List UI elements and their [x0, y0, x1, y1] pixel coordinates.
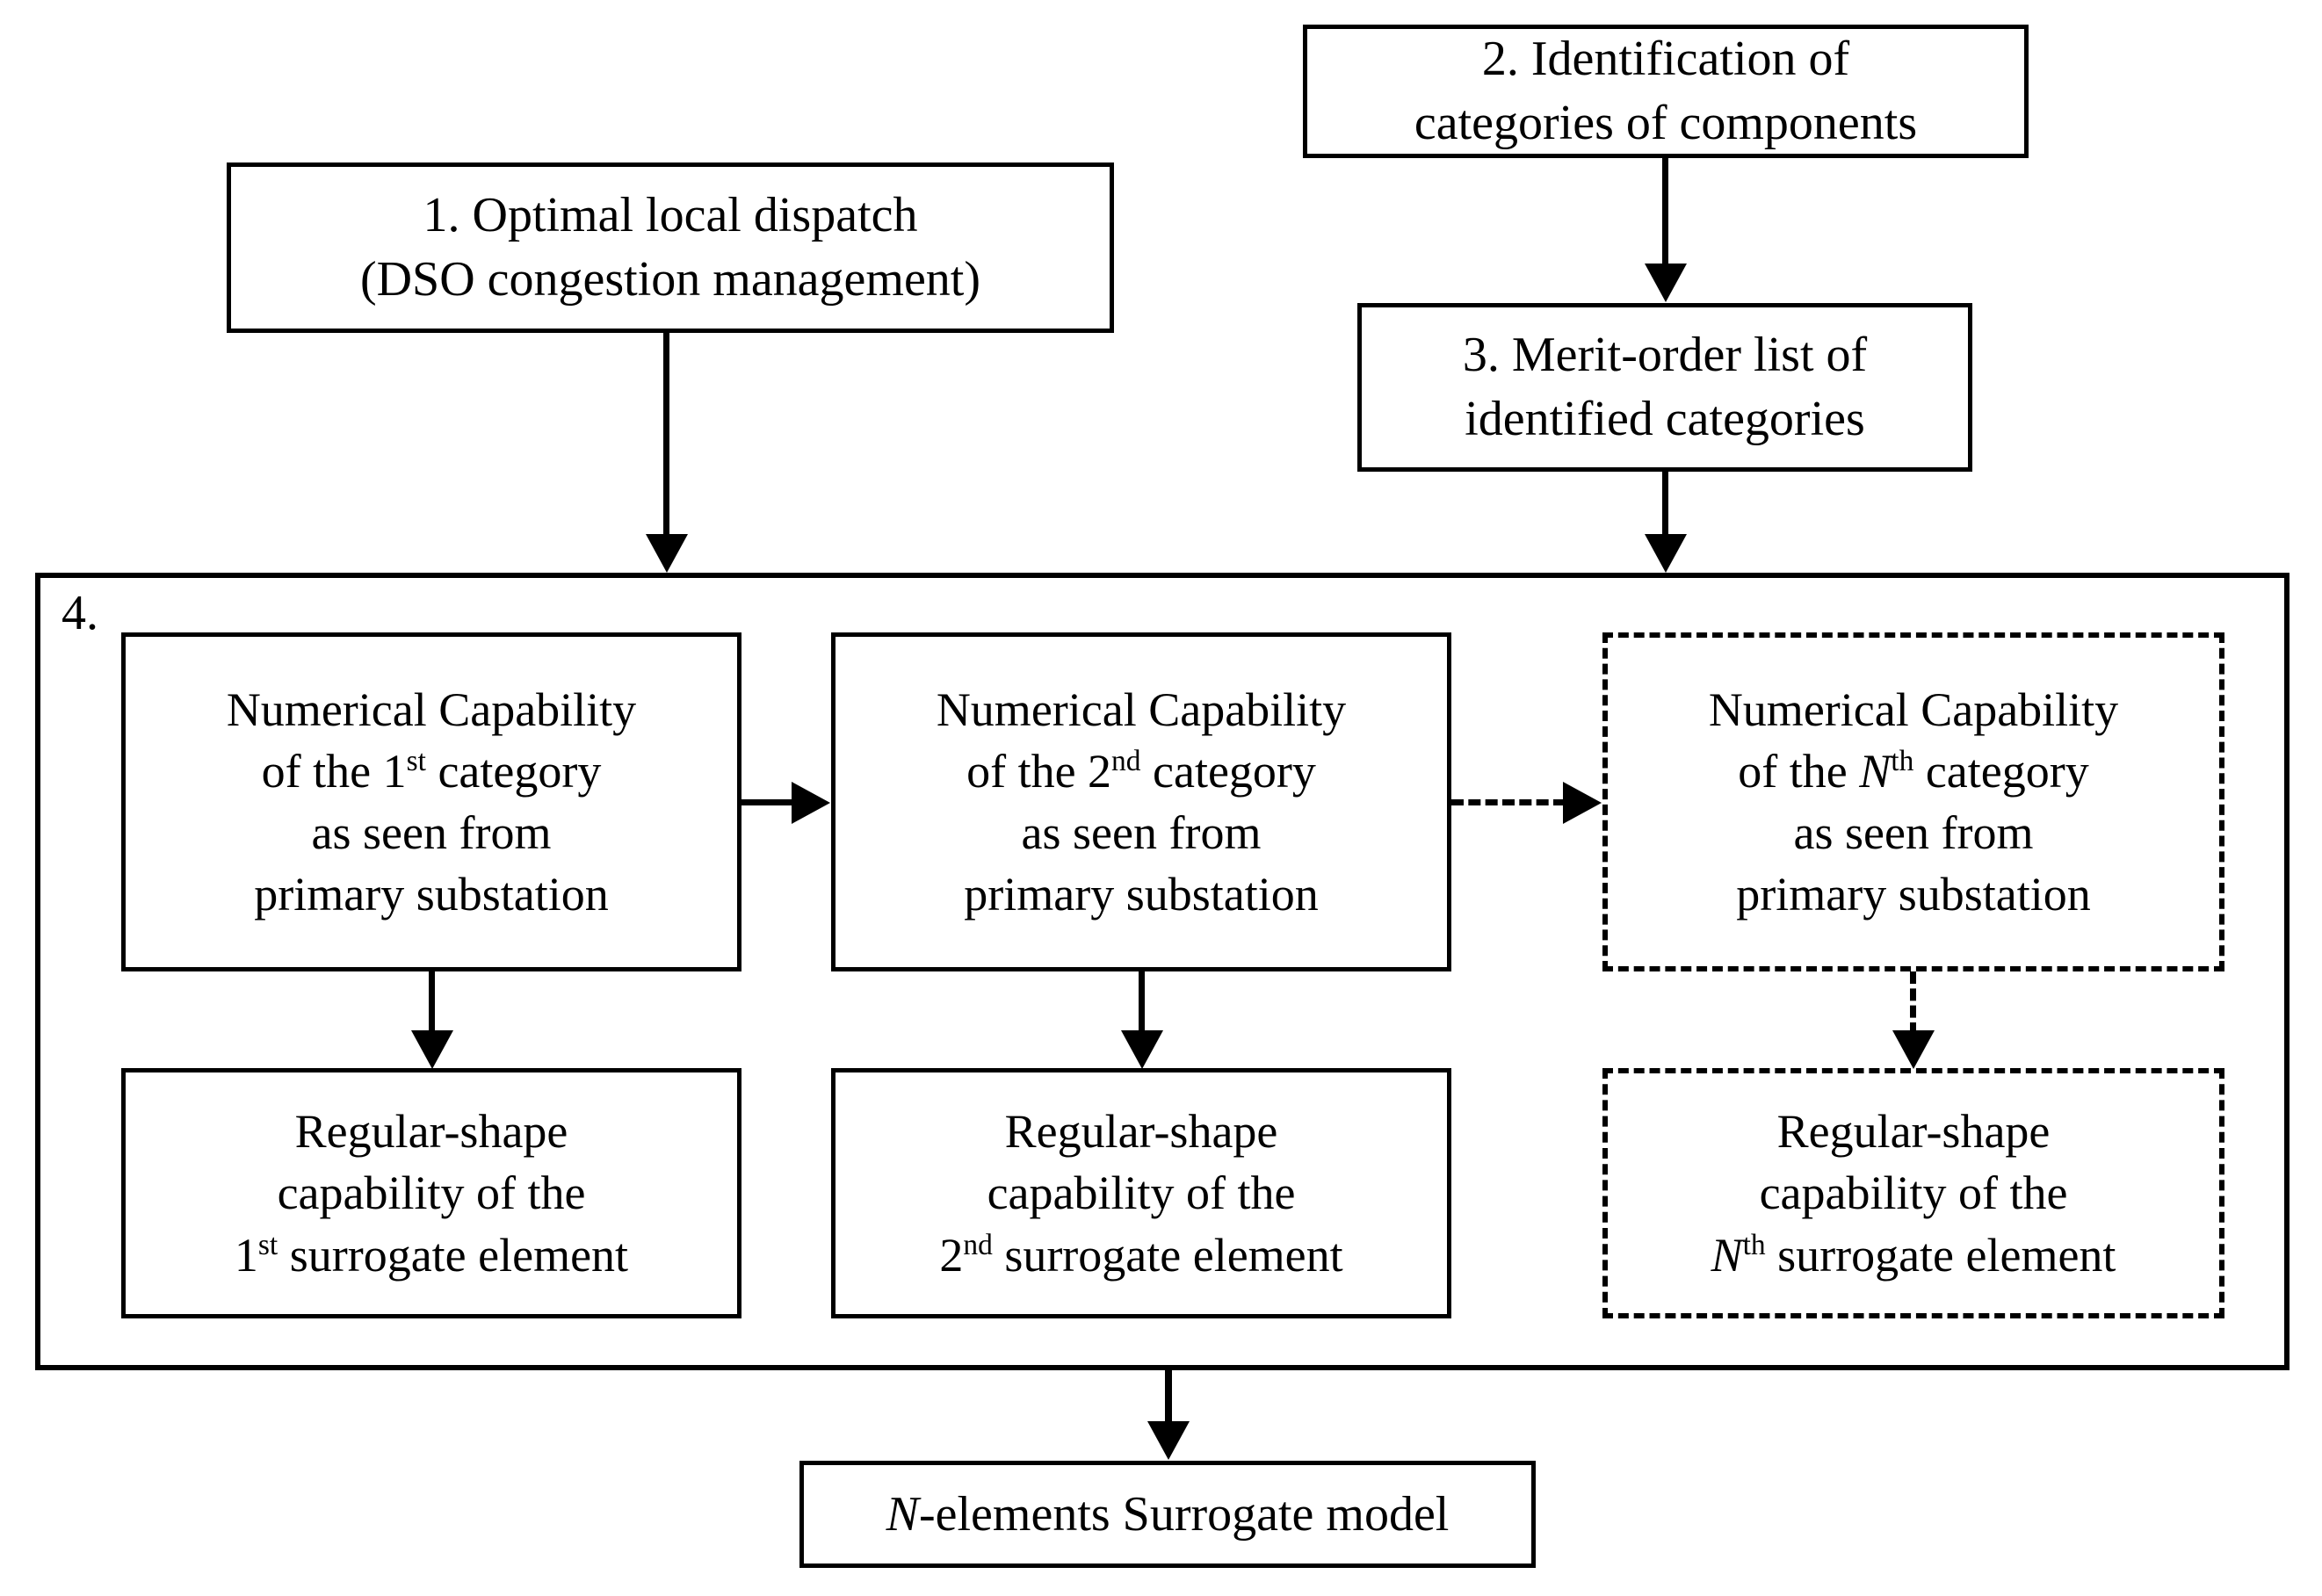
step4-label: 4. — [61, 586, 98, 640]
arrow-cap2-to-surr2-head — [1121, 1030, 1163, 1069]
arrow-step4-to-final-shaft — [1165, 1370, 1172, 1432]
surr2-line3-pre: 2 — [939, 1228, 964, 1282]
cap2-line4: primary substation — [964, 868, 1319, 921]
step2-line1: 2. Identification of — [1481, 32, 1850, 87]
surr2-line3: 2nd surrogate element — [844, 1224, 1438, 1286]
arrow-cap1-to-cap2-head — [792, 782, 830, 824]
capn-line2: of the Nth category — [1617, 740, 2210, 802]
arrow-step2-to-step3-shaft — [1662, 158, 1668, 268]
surrn-line2: capability of the — [1759, 1166, 2068, 1220]
step3-merit-order-list-box: 3. Merit-order list of identified catego… — [1357, 303, 1972, 472]
cap2-line2: of the 2nd category — [844, 740, 1438, 802]
step2-identification-of-categories-box: 2. Identification of categories of compo… — [1303, 25, 2029, 158]
surr2-line3-post: surrogate element — [992, 1228, 1343, 1282]
capn-line2-var: N — [1859, 744, 1892, 798]
cap2-line1: Numerical Capability — [936, 682, 1347, 736]
arrow-step2-to-step3-head — [1645, 264, 1687, 302]
cap2-line2-post: category — [1140, 744, 1316, 798]
arrow-cap1-to-surr1-shaft — [429, 971, 435, 1035]
regular-shape-surrogate-1-box: Regular-shape capability of the 1st surr… — [121, 1068, 741, 1318]
cap1-line2: of the 1st category — [134, 740, 728, 802]
step2-line2: categories of components — [1414, 96, 1918, 150]
capn-line2-pre: of the — [1738, 744, 1860, 798]
arrow-step1-to-step4-head — [646, 534, 688, 573]
capn-line2-sup: th — [1891, 744, 1914, 777]
surr1-line1: Regular-shape — [294, 1105, 568, 1159]
arrow-step3-to-step4-head — [1645, 534, 1687, 573]
step3-line2: identified categories — [1465, 392, 1865, 446]
numerical-capability-category-2-box: Numerical Capability of the 2nd category… — [831, 632, 1451, 971]
surr1-line3-pre: 1 — [234, 1228, 258, 1282]
surr1-line3: 1st surrogate element — [134, 1224, 728, 1286]
surr1-line2: capability of the — [277, 1166, 586, 1220]
step1-optimal-local-dispatch-box: 1. Optimal local dispatch (DSO congestio… — [227, 162, 1114, 333]
step1-line1: 1. Optimal local dispatch — [423, 188, 918, 243]
final-text: -elements Surrogate model — [918, 1486, 1450, 1542]
capn-line2-post: category — [1913, 744, 2089, 798]
cap1-line2-pre: of the 1 — [261, 744, 407, 798]
surr2-line2: capability of the — [987, 1166, 1296, 1220]
arrow-step4-to-final-head — [1147, 1421, 1190, 1460]
surrn-line3-var: N — [1711, 1228, 1743, 1282]
surr2-line3-sup: nd — [963, 1228, 993, 1261]
arrow-step3-to-step4-shaft — [1662, 472, 1668, 538]
capn-line3: as seen from — [1793, 806, 2034, 859]
arrow-step1-to-step4-shaft — [663, 333, 669, 537]
cap1-line1: Numerical Capability — [226, 682, 637, 736]
regular-shape-surrogate-2-box: Regular-shape capability of the 2nd surr… — [831, 1068, 1451, 1318]
surr2-line1: Regular-shape — [1004, 1105, 1278, 1159]
step1-line2: (DSO congestion management) — [359, 252, 981, 307]
final-n-elements-surrogate-model-box: N-elements Surrogate model — [799, 1461, 1536, 1568]
surr1-line3-post: surrogate element — [278, 1228, 629, 1282]
step4-surrogate-construction-container: 4. Numerical Capability of the 1st categ… — [35, 573, 2289, 1370]
cap2-line2-pre: of the 2 — [966, 744, 1112, 798]
numerical-capability-category-n-box: Numerical Capability of the Nth category… — [1602, 632, 2224, 971]
cap1-line3: as seen from — [311, 806, 552, 859]
arrow-cap1-to-cap2-shaft — [741, 799, 796, 805]
regular-shape-surrogate-n-box: Regular-shape capability of the Nth surr… — [1602, 1068, 2224, 1318]
cap1-line4: primary substation — [254, 868, 609, 921]
cap2-line2-sup: nd — [1111, 744, 1141, 777]
capn-line4: primary substation — [1736, 868, 2091, 921]
cap1-line2-sup: st — [406, 744, 426, 777]
step3-line1: 3. Merit-order list of — [1462, 328, 1868, 383]
final-var: N — [886, 1486, 919, 1542]
capn-line1: Numerical Capability — [1708, 682, 2119, 736]
arrow-capn-to-surrn-head — [1892, 1030, 1935, 1069]
surrn-line3-sup: th — [1742, 1228, 1766, 1261]
arrow-cap2-to-capn-head — [1563, 782, 1602, 824]
arrow-capn-to-surrn-shaft — [1910, 971, 1916, 1035]
surrn-line1: Regular-shape — [1776, 1105, 2051, 1159]
arrow-cap2-to-capn-shaft — [1451, 799, 1566, 805]
arrow-cap1-to-surr1-head — [411, 1030, 453, 1069]
cap2-line3: as seen from — [1021, 806, 1262, 859]
surrn-line3: Nth surrogate element — [1617, 1224, 2210, 1286]
surrn-line3-post: surrogate element — [1765, 1228, 2116, 1282]
arrow-cap2-to-surr2-shaft — [1139, 971, 1145, 1035]
numerical-capability-category-1-box: Numerical Capability of the 1st category… — [121, 632, 741, 971]
cap1-line2-post: category — [425, 744, 602, 798]
surr1-line3-sup: st — [257, 1228, 278, 1261]
